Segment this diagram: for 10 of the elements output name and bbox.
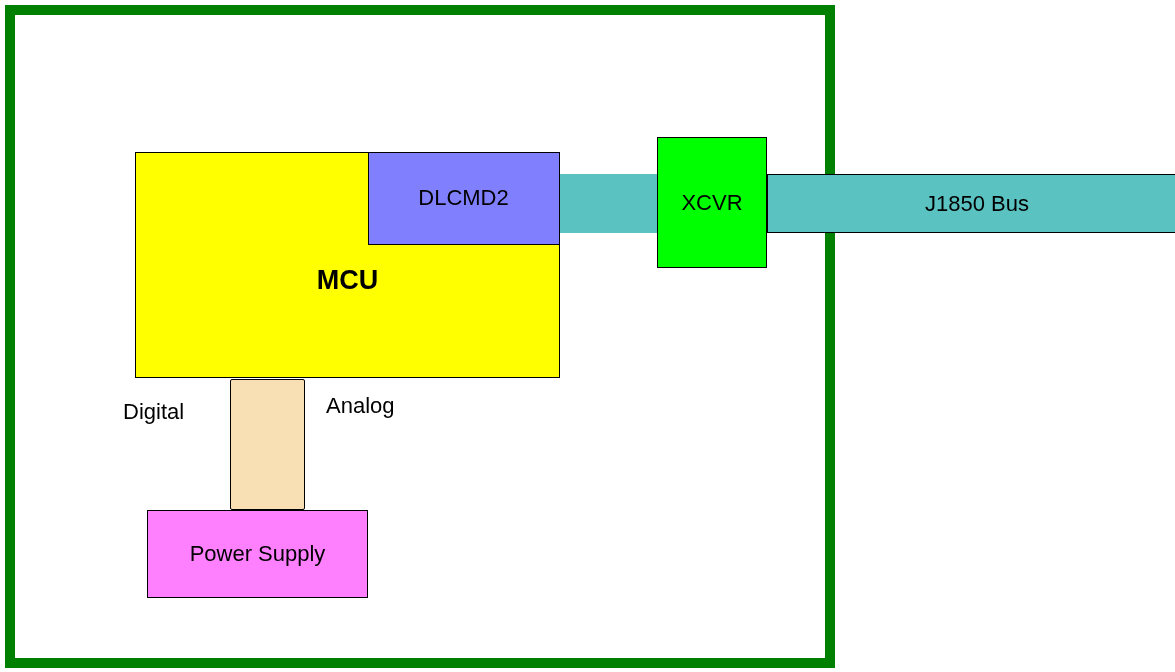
side-label: Analog (326, 393, 395, 419)
bus-connector (560, 174, 657, 233)
module-block: DLCMD2 (367, 151, 560, 245)
connector-bar (230, 379, 305, 510)
side-label: Digital (123, 399, 185, 425)
mcu-block: MCU DLCMD2 (135, 152, 560, 378)
power-supply-block: Power Supply (147, 510, 368, 598)
transceiver-block: XCVR (657, 137, 767, 268)
frame-box (5, 5, 835, 668)
bus-bar: J1850 Bus (767, 174, 1175, 233)
